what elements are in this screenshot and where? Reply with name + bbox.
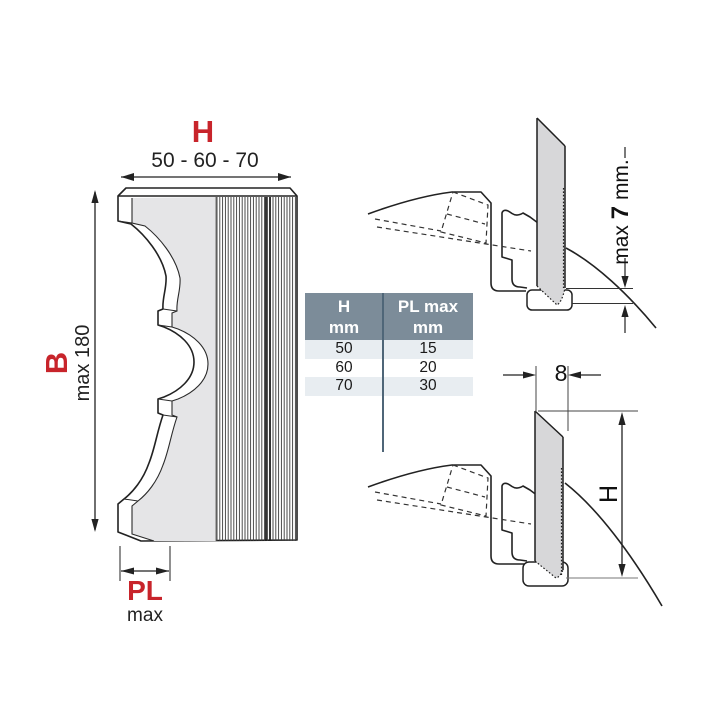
dimension-h — [121, 173, 291, 181]
label-max-7mm: max 7 mm. — [607, 159, 634, 265]
knife-height-drawing: 8 H — [367, 360, 663, 607]
table-row: 50 15 — [305, 340, 473, 359]
table-row: 60 20 — [305, 358, 473, 378]
label-h: H — [192, 114, 214, 149]
knife-blade — [537, 118, 565, 305]
cutterhead-arc — [565, 247, 657, 329]
label-8: 8 — [555, 360, 568, 386]
serrated-band — [216, 197, 297, 541]
header-col-pl-max: PL max mm — [397, 297, 459, 337]
blank-front-face — [132, 197, 216, 541]
dimension-height-h: H — [538, 410, 638, 579]
label-h-values: 50 - 60 - 70 — [151, 149, 258, 172]
dimension-pl — [119, 546, 171, 581]
knife-projection-drawing: max 7 mm. — [367, 117, 657, 333]
dimension-8: 8 — [503, 360, 601, 431]
dimension-b — [91, 190, 99, 532]
label-b-max: max 180 — [72, 325, 94, 402]
spec-table-header: H mm PL max mm — [305, 293, 473, 340]
cutterhead-arc — [564, 482, 663, 607]
spec-table: H mm PL max mm 50 15 60 20 70 30 — [305, 293, 473, 452]
table-row: 70 30 — [305, 377, 473, 396]
knife-blade — [535, 411, 563, 578]
profile-knife-blank-drawing: H 50 - 60 - 70 B max 180 PL max — [39, 114, 298, 626]
max-projection-annotation: max 7 mm. — [566, 147, 634, 333]
table-column-divider — [382, 293, 384, 452]
label-pl-max: max — [127, 605, 163, 626]
label-pl: PL — [127, 575, 163, 606]
label-height-h: H — [595, 485, 623, 503]
header-col-h: H mm — [328, 297, 360, 337]
label-b: B — [39, 352, 74, 374]
